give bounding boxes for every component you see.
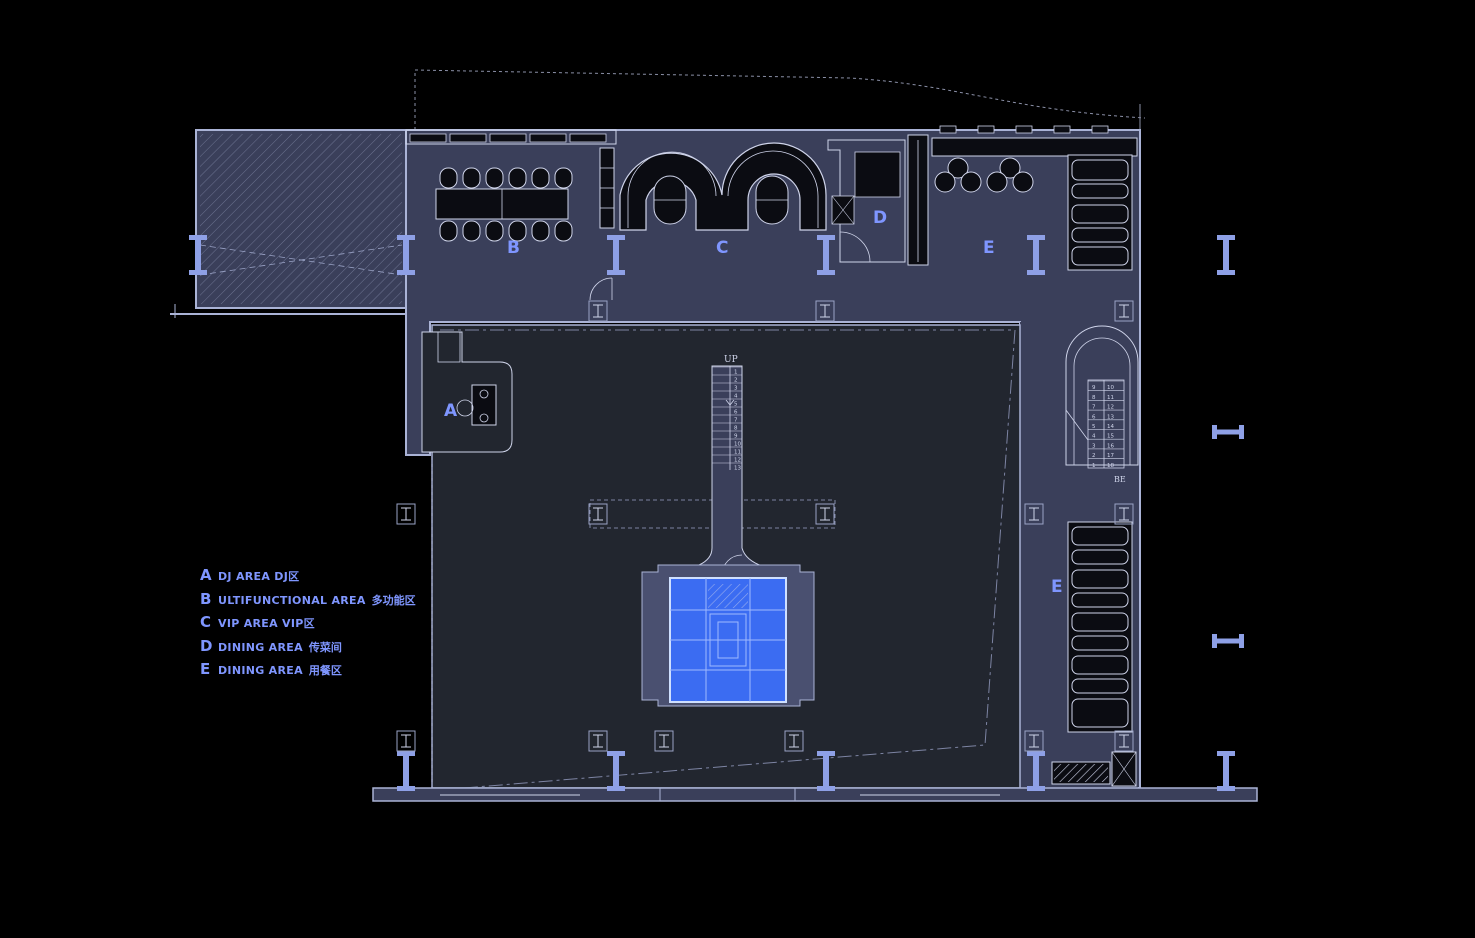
zone-label-e-top: E <box>983 238 995 258</box>
main-stair-step-number: 2 <box>734 378 738 384</box>
side-stair-step-number: 14 <box>1107 424 1114 430</box>
zone-label-d: D <box>873 208 887 228</box>
legend-letter: E <box>200 660 211 678</box>
legend-item-c: C VIP AREA VIP区 <box>200 613 416 637</box>
side-stair-step-number: 7 <box>1092 405 1096 411</box>
side-stair-step-number: 6 <box>1092 414 1096 420</box>
stage[interactable] <box>641 564 815 707</box>
zone-label-e-right: E <box>1051 577 1063 597</box>
legend-english: ULTIFUNCTIONAL AREA <box>218 593 366 607</box>
side-stair-step-number: 16 <box>1107 443 1114 449</box>
site-boundary <box>414 69 1146 130</box>
side-stair-step-number: 10 <box>1107 385 1114 391</box>
main-stair-step-number: 11 <box>734 450 741 456</box>
main-stair-step-number: 9 <box>734 434 738 440</box>
dj-booth[interactable] <box>421 331 513 453</box>
legend-item-a: A DJ AREA DJ区 <box>200 566 416 590</box>
main-stair-label: UP <box>724 355 738 365</box>
side-staircase: 9 8 7 6 5 4 3 2 1 10 11 12 13 14 15 16 17 18 BE <box>1065 325 1139 484</box>
base-strip <box>372 787 1258 802</box>
side-stair-step-number: 15 <box>1107 434 1114 440</box>
legend-letter: A <box>200 566 212 584</box>
main-stair-step-number: 3 <box>734 386 738 392</box>
side-stair-step-number: 11 <box>1107 395 1114 401</box>
legend-chinese: 用餐区 <box>308 664 342 677</box>
sofa-booths-right <box>1067 521 1133 733</box>
main-stair-step-number: 4 <box>734 394 738 400</box>
side-stair-step-number: 2 <box>1092 453 1096 459</box>
zone-label-a: A <box>444 401 458 421</box>
legend-letter: D <box>200 636 213 655</box>
side-stair-step-number: 1 <box>1092 463 1096 469</box>
main-stair-step-number: 12 <box>734 458 741 464</box>
vip-booths <box>619 142 827 231</box>
sofa-booths-top <box>1067 154 1133 271</box>
main-stair-step-number: 7 <box>734 418 738 424</box>
side-stair-label: BE <box>1114 475 1126 484</box>
zone-label-c: C <box>716 238 728 258</box>
main-stair-step-number: 5 <box>734 402 738 408</box>
side-stair-step-number: 18 <box>1107 463 1114 469</box>
main-stair-step-number: 10 <box>734 442 741 448</box>
legend-item-b: B ULTIFUNCTIONAL AREA 多功能区 <box>200 590 416 614</box>
side-stair-step-number: 9 <box>1092 385 1096 391</box>
legend-item-d: D DINING AREA 传菜间 <box>200 637 416 661</box>
legend-english: VIP AREA VIP区 <box>218 617 315 630</box>
main-stair-step-number: 6 <box>734 410 738 416</box>
side-stair-step-number: 4 <box>1092 434 1096 440</box>
conference-table <box>435 167 573 242</box>
main-stair-step-number: 1 <box>734 370 738 376</box>
side-stair-step-number: 8 <box>1092 395 1096 401</box>
legend-english: DINING AREA <box>218 664 303 677</box>
legend-letter: C <box>200 613 212 631</box>
legend-letter: B <box>200 589 212 608</box>
legend-chinese: 多功能区 <box>371 593 416 607</box>
side-stair-step-number: 3 <box>1092 443 1096 449</box>
legend-item-e: E DINING AREA 用餐区 <box>200 660 416 684</box>
zone-label-b: B <box>507 238 520 258</box>
main-stair-step-number: 8 <box>734 426 738 432</box>
legend-english: DJ AREA DJ区 <box>218 570 300 583</box>
side-stair-step-number: 12 <box>1107 405 1114 411</box>
side-stair-step-number: 17 <box>1107 453 1114 459</box>
legend: A DJ AREA DJ区 B ULTIFUNCTIONAL AREA 多功能区… <box>200 566 416 684</box>
side-stair-step-number: 13 <box>1107 414 1114 420</box>
round-tables <box>931 137 1138 193</box>
legend-english: DINING AREA <box>218 640 303 654</box>
side-stair-step-number: 5 <box>1092 424 1096 430</box>
main-stair-step-number: 13 <box>734 466 741 472</box>
legend-chinese: 传菜间 <box>308 640 342 654</box>
